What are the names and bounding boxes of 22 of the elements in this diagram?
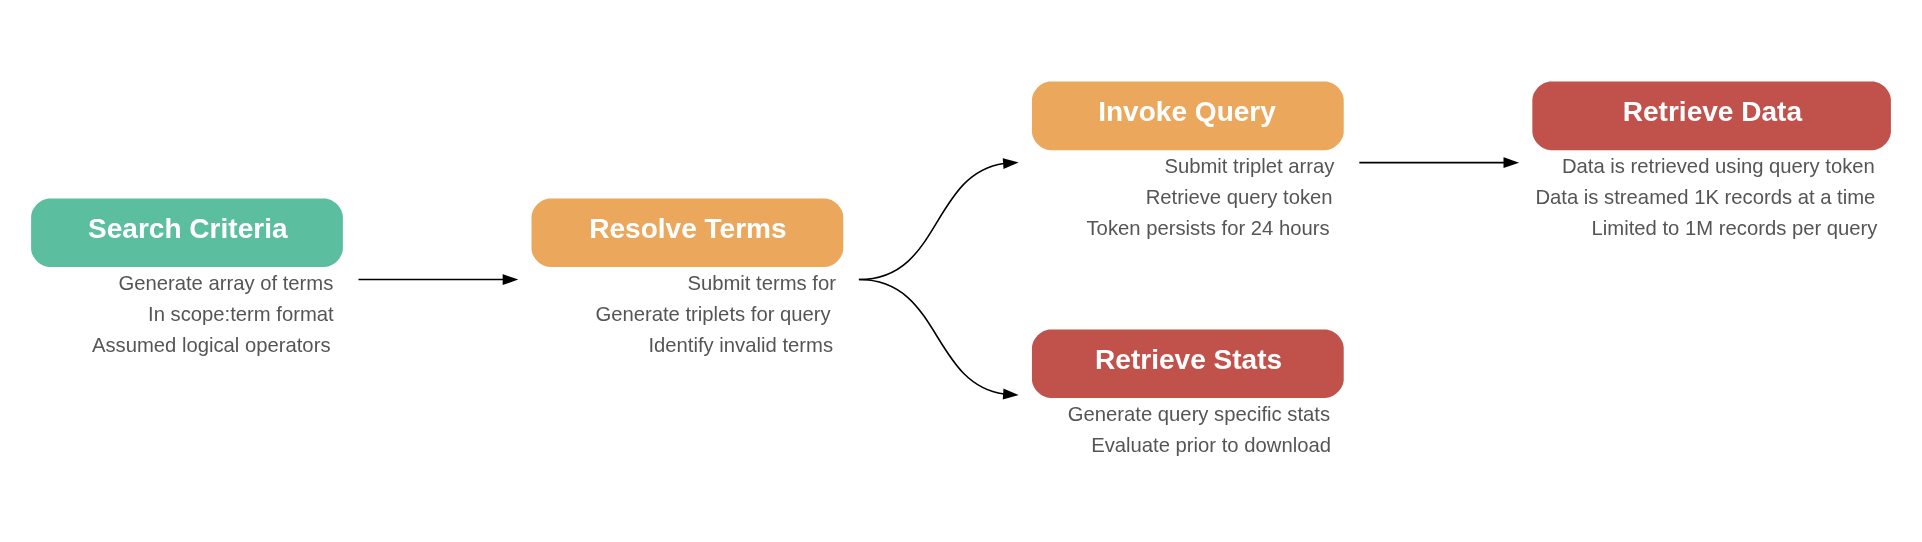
node-label: Submit triplet array — [1164, 154, 1335, 177]
node-box: Invoke Query — [1031, 81, 1344, 151]
node-box: Search Criteria — [31, 198, 343, 268]
node-box: Retrieve Data — [1532, 81, 1891, 151]
node-label: Assumed logical operators — [91, 333, 331, 356]
node-label: Submit terms for — [687, 271, 836, 294]
node-label: Identify invalid terms — [648, 333, 834, 356]
node-label: In scope:term format — [148, 302, 334, 325]
arrow — [1358, 157, 1520, 169]
node-box: Retrieve Stats — [1031, 329, 1344, 399]
node-label: Retrieve query token — [1145, 185, 1333, 208]
node-label: Generate triplets for query — [595, 302, 831, 325]
node-label: Generate query specific stats — [1067, 402, 1331, 425]
node-box: Resolve Terms — [531, 198, 844, 268]
arrow — [357, 274, 519, 286]
node-label: Data is retrieved using query token — [1561, 154, 1875, 177]
node-label: Token persists for 24 hours — [1086, 216, 1330, 239]
node-label: Evaluate prior to download — [1091, 433, 1331, 456]
node-label: Data is streamed 1K records at a time — [1535, 185, 1876, 208]
node-label: Generate array of terms — [118, 271, 334, 294]
arrow — [858, 278, 1019, 400]
node-label: Limited to 1M records per query — [1591, 216, 1878, 239]
